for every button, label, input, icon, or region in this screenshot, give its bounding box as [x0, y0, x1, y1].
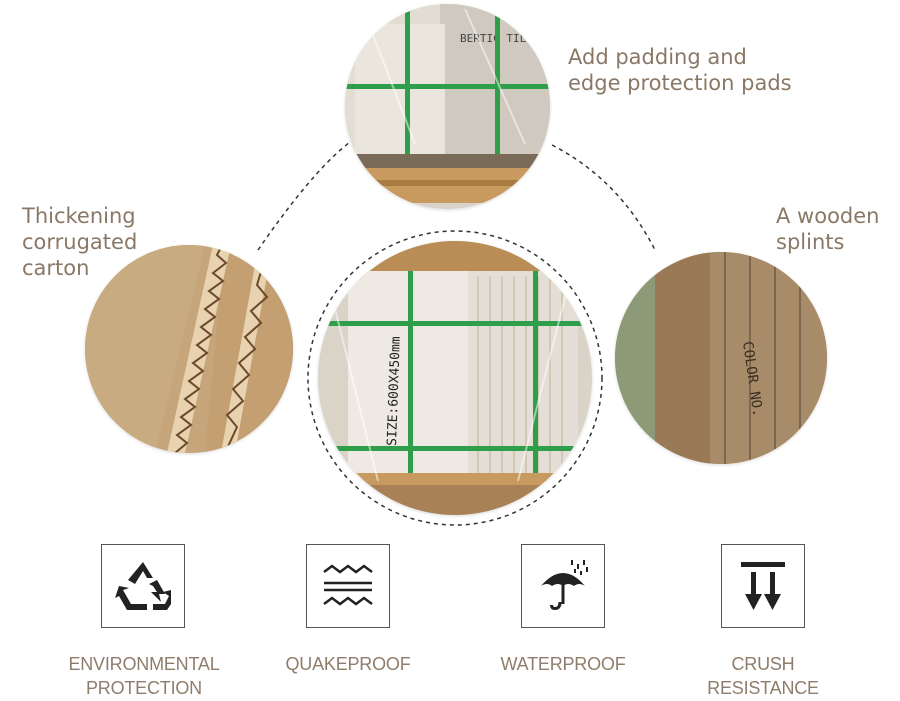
photo-corrugated-carton — [85, 245, 293, 453]
size-print: SIZE:600X450mm — [385, 336, 404, 446]
crush-icon-box — [721, 544, 805, 628]
callout-wooden: A wooden splints — [776, 203, 879, 255]
crush-arrows-icon — [741, 562, 785, 610]
photo-tile-pallet: SIZE:600X450mm — [318, 241, 592, 515]
feature-line: PROTECTION — [85, 678, 202, 698]
quake-icon-box — [306, 544, 390, 628]
feature-label-crush: CRUSH RESISTANCE — [668, 652, 858, 700]
recycle-icon — [115, 562, 171, 610]
feature-line: ENVIRONMENTAL — [68, 654, 220, 674]
feature-line: WATERPROOF — [500, 654, 626, 674]
photo-padded-pallet: BERTIC TILES — [345, 4, 550, 209]
callout-corrugated: Thickening corrugated carton — [22, 203, 137, 281]
feature-label-quakeproof: QUAKEPROOF — [253, 652, 443, 676]
callout-line: A wooden — [776, 204, 880, 228]
callout-line: splints — [776, 230, 845, 254]
quake-waves-icon — [323, 564, 373, 606]
umbrella-rain-icon — [541, 560, 588, 610]
callout-line: edge protection pads — [568, 71, 792, 95]
waterproof-icon-box — [521, 544, 605, 628]
feature-line: RESISTANCE — [707, 678, 819, 698]
feature-label-waterproof: WATERPROOF — [468, 652, 658, 676]
callout-padding: Add padding and edge protection pads — [568, 44, 792, 96]
callout-line: Add padding and — [568, 45, 747, 69]
callout-line: Thickening — [22, 204, 136, 228]
feature-label-environmental: ENVIRONMENTAL PROTECTION — [49, 652, 239, 700]
feature-line: QUAKEPROOF — [285, 654, 411, 674]
callout-line: corrugated — [22, 230, 138, 254]
feature-line: CRUSH — [731, 654, 795, 674]
callout-line: carton — [22, 256, 90, 280]
recycle-icon-box — [101, 544, 185, 628]
photo-wooden-splints: COLOR NO. — [615, 252, 827, 464]
